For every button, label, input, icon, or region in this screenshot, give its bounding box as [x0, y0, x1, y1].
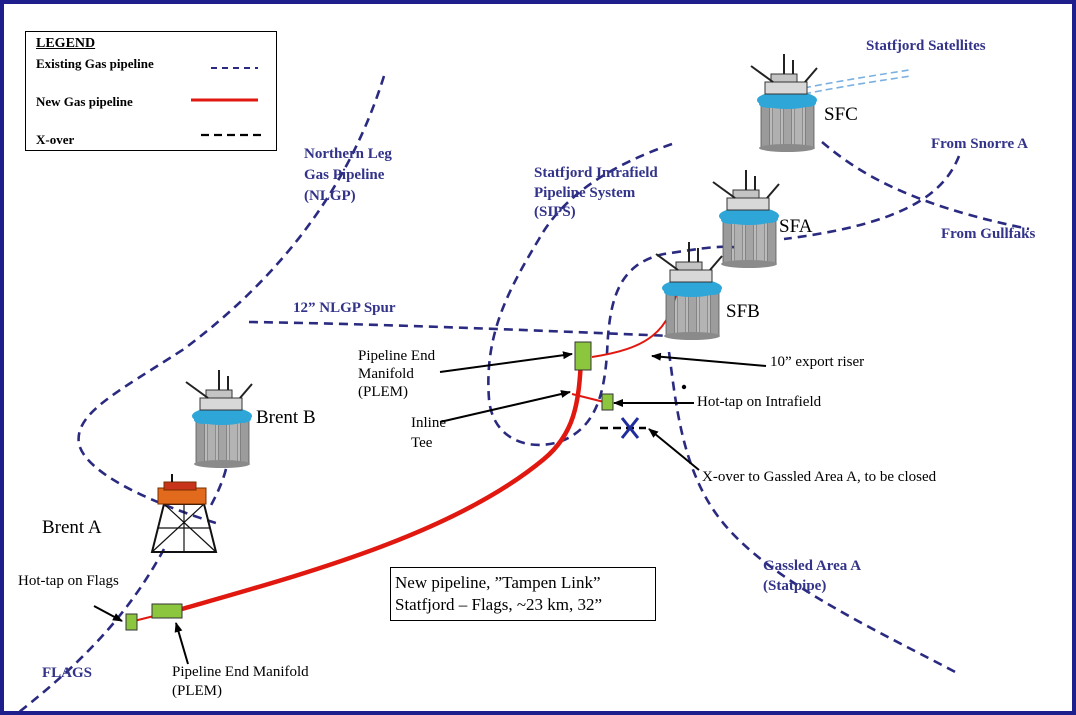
snorre-pipeline — [783, 155, 961, 241]
xover-gassled-label: X-over to Gassled Area A, to be closed — [702, 469, 937, 485]
nlgp-spur-label: 12” NLGP Spur — [293, 300, 396, 316]
marker-dot — [681, 384, 687, 390]
brent-b-platform — [185, 369, 253, 469]
sfb-label: SFB — [726, 301, 760, 322]
existing-pipelines — [18, 75, 1030, 711]
legend-existing-label: Existing Gas pipeline — [36, 56, 154, 71]
sips-label: Statfjord Intrafield Pipeline System (SI… — [534, 165, 658, 220]
flags-label: FLAGS — [42, 665, 93, 681]
sfa-platform — [712, 169, 780, 269]
legend-new-label: New Gas pipeline — [36, 94, 133, 109]
satellites-pipelines — [803, 69, 912, 95]
pipeline-map — [18, 53, 1030, 711]
sfc-platform — [750, 53, 818, 153]
legend-xover-label: X-over — [36, 132, 75, 147]
hot-tap-intrafield-manifold — [601, 393, 614, 411]
sfa-label: SFA — [779, 216, 813, 237]
xover-closed-icon — [620, 417, 640, 439]
legend-title: LEGEND — [36, 36, 96, 51]
nlgp-spur-pipeline — [248, 320, 673, 338]
legend: LEGEND Existing Gas pipeline New Gas pip… — [25, 31, 277, 151]
new-pipeline-line2: Statfjord – Flags, ~23 km, 32” — [395, 595, 603, 615]
gullfaks-pipeline — [821, 141, 1030, 231]
plem-bottom-label: Pipeline End Manifold (PLEM) — [172, 664, 309, 699]
new-pipeline-line1: New pipeline, ”Tampen Link” — [395, 573, 601, 592]
plem-top-label: Pipeline End Manifold (PLEM) — [358, 348, 436, 400]
new-pipeline-box: New pipeline, ”Tampen Link” Statfjord – … — [390, 567, 656, 621]
brent-b-label: Brent B — [256, 407, 316, 428]
sfb-platform — [655, 241, 723, 341]
flags-pipeline — [18, 548, 166, 711]
hot-tap-flags-label: Hot-tap on Flags — [18, 573, 119, 589]
hot-tap-intrafield-label: Hot-tap on Intrafield — [697, 394, 822, 410]
nlgp-pipeline — [77, 75, 386, 526]
tampen-link-pipeline — [181, 358, 584, 612]
nlgp-label: Northern Leg Gas Pipeline (NLGP) — [304, 146, 392, 204]
brent-link-pipeline — [207, 468, 228, 510]
sfc-label: SFC — [824, 104, 858, 125]
from-snorre-label: From Snorre A — [931, 136, 1028, 152]
gassled-label: Gassled Area A (Statpipe) — [763, 558, 862, 594]
annotation-arrows — [93, 351, 767, 665]
inline-tee-label: Inline Tee — [411, 415, 446, 451]
legend-swatches — [191, 67, 261, 137]
statfjord-satellites-label: Statfjord Satellites — [866, 38, 986, 54]
from-gullfaks-label: From Gullfaks — [941, 226, 1036, 242]
export-riser-label: 10” export riser — [770, 354, 865, 370]
sips-pipeline — [487, 142, 745, 447]
brent-a-label: Brent A — [42, 517, 102, 538]
plem-flags — [151, 603, 183, 619]
inline-tee-link — [571, 393, 605, 403]
plem-statfjord — [574, 341, 592, 371]
brent-a-platform — [150, 474, 218, 553]
hot-tap-flags-manifold — [125, 613, 138, 631]
